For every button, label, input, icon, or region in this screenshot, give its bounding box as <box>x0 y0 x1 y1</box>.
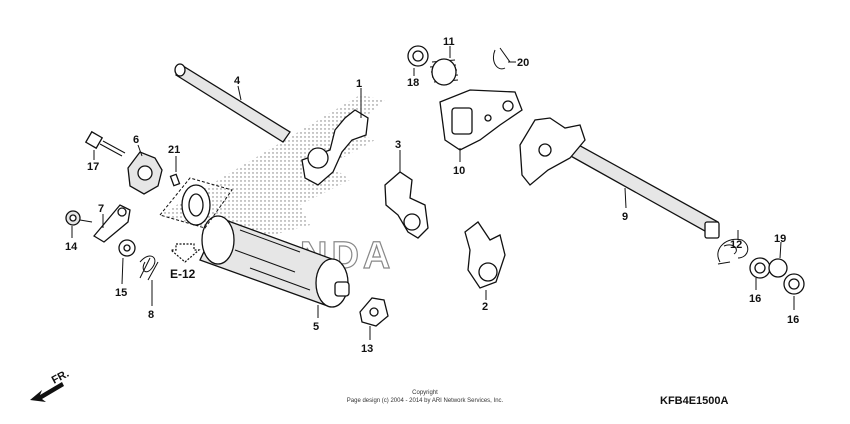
callout-16b: 16 <box>787 314 799 326</box>
part-1-fork <box>301 88 369 186</box>
callout-21: 21 <box>168 144 180 156</box>
part-15-washer <box>118 239 136 285</box>
part-14-nut <box>65 210 93 238</box>
part-13-plate <box>359 297 389 340</box>
callout-15: 15 <box>115 287 127 299</box>
part-6-star-cam <box>127 144 163 195</box>
callout-5: 5 <box>313 321 319 333</box>
diagram-code: KFB4E1500A <box>660 395 729 407</box>
callout-19: 19 <box>774 233 786 245</box>
part-21-pin <box>169 156 181 187</box>
callout-10: 10 <box>453 165 465 177</box>
callout-1: 1 <box>356 78 362 90</box>
callout-2: 2 <box>482 301 488 313</box>
part-16a-washer <box>749 257 771 290</box>
part-7-stopper-arm <box>93 204 131 243</box>
callout-18: 18 <box>407 77 419 89</box>
part-2-fork <box>464 221 506 300</box>
callout-6: 6 <box>133 134 139 146</box>
callout-17: 17 <box>87 161 99 173</box>
callout-4: 4 <box>234 75 241 87</box>
copyright-text: Page design (c) 2004 - 2014 by ARI Netwo… <box>347 398 504 404</box>
front-label: FR. <box>50 368 71 387</box>
part-20-clip <box>492 47 516 70</box>
part-8-spring <box>139 255 159 306</box>
part-9-spindle <box>519 117 720 239</box>
part-10-plate <box>439 89 523 162</box>
reference-label: E-12 <box>170 267 196 281</box>
part-19-ring <box>768 241 788 278</box>
callout-7: 7 <box>98 203 104 215</box>
callout-13: 13 <box>361 343 373 355</box>
part-17-bolt <box>84 130 126 160</box>
callout-8: 8 <box>148 309 154 321</box>
callout-16a: 16 <box>749 293 761 305</box>
front-direction-arrow <box>30 382 64 402</box>
part-12-spring <box>717 230 749 265</box>
part-5-shift-drum <box>199 215 350 318</box>
part-4-shaft <box>174 63 291 143</box>
callout-20: 20 <box>517 57 529 69</box>
part-11-spring <box>429 46 459 86</box>
part-3-fork <box>384 150 429 239</box>
copyright-title: Copyright <box>412 390 438 396</box>
bearing-box <box>159 177 233 229</box>
reference-arrow <box>169 243 201 263</box>
callout-9: 9 <box>622 211 628 223</box>
part-16b-washer <box>783 273 805 310</box>
callout-3: 3 <box>395 139 401 151</box>
callout-12: 12 <box>730 239 742 251</box>
part-18-washer <box>407 45 429 76</box>
callout-14: 14 <box>65 241 78 253</box>
callout-11: 11 <box>443 36 455 48</box>
